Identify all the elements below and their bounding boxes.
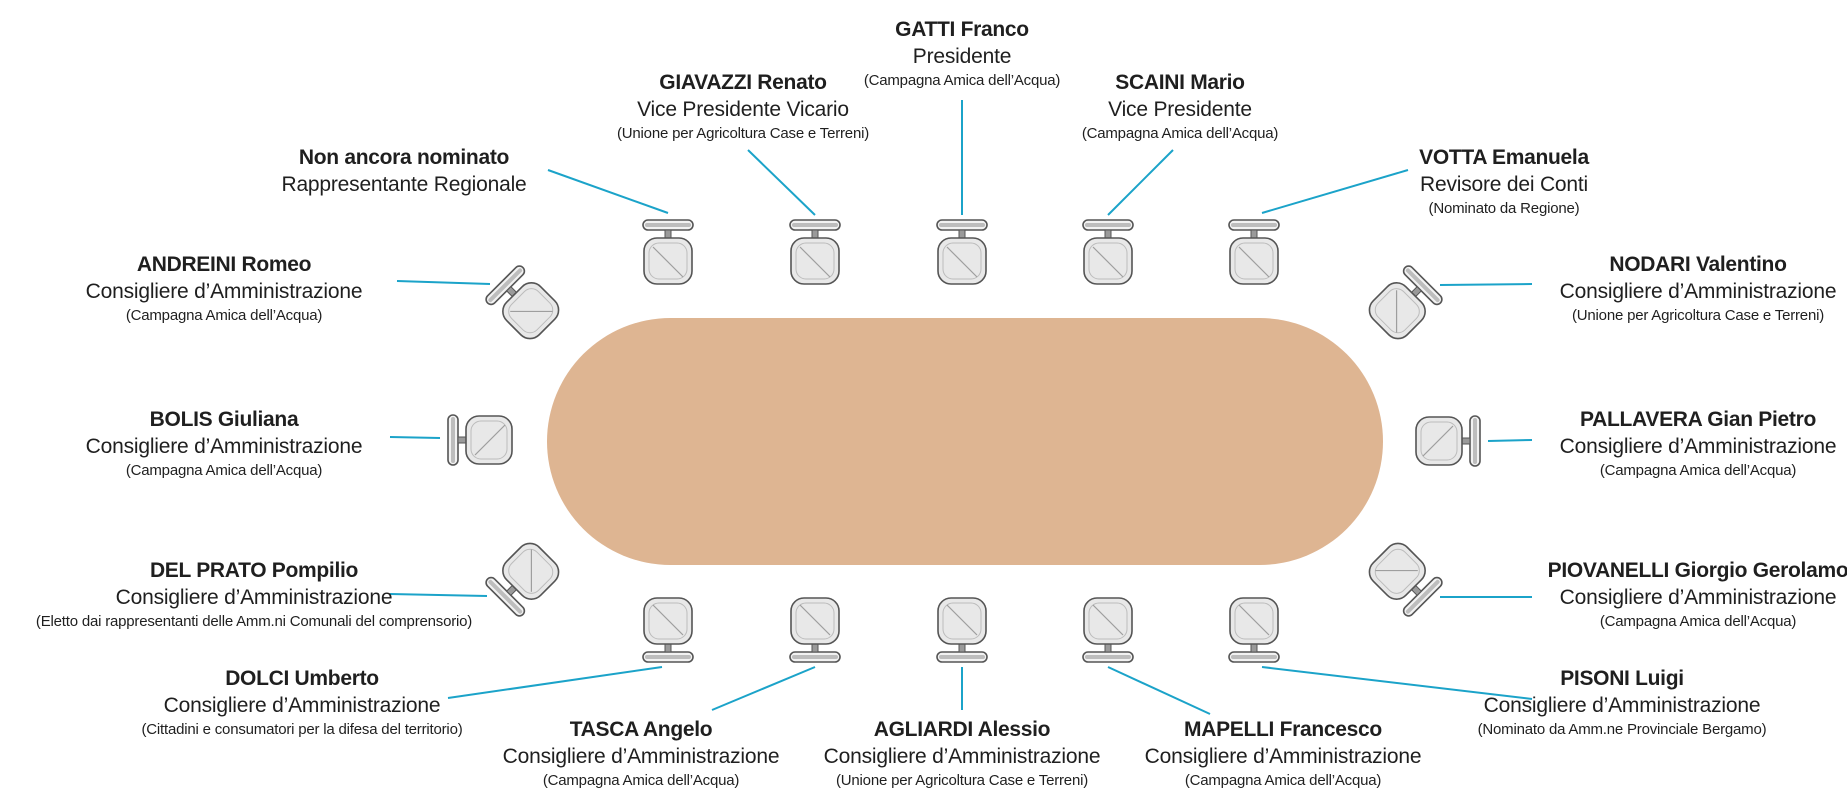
member-role: Consigliere d’Amministrazione: [823, 745, 1101, 768]
conference-table: [547, 318, 1383, 565]
connector-line: [1261, 666, 1533, 700]
member-org: (Nominato da Regione): [1428, 200, 1580, 217]
member-org: (Eletto dai rappresentanti delle Amm.ni …: [35, 613, 473, 630]
member-label-del-prato: DEL PRATO Pompilio Consigliere d’Amminis…: [36, 558, 472, 632]
member-org: (Campagna Amica dell’Acqua): [863, 72, 1061, 89]
member-label-piovanelli: PIOVANELLI Giorgio Gerolamo Consigliere …: [1548, 558, 1847, 632]
member-org: (Campagna Amica dell’Acqua): [125, 462, 323, 479]
member-role: Rappresentante Regionale: [281, 173, 527, 196]
member-name: GIAVAZZI Renato: [659, 71, 827, 94]
member-name: GATTI Franco: [895, 18, 1029, 41]
member-label-nodari: NODARI Valentino Consigliere d’Amministr…: [1560, 252, 1837, 326]
member-role: Vice Presidente Vicario: [637, 98, 849, 121]
member-label-agliardi: AGLIARDI Alessio Consigliere d’Amministr…: [824, 717, 1101, 791]
member-role: Consigliere d’Amministrazione: [163, 694, 441, 717]
connector-line: [1107, 666, 1211, 715]
member-org: (Nominato da Amm.ne Provinciale Bergamo): [1477, 721, 1767, 738]
connector-line: [1439, 283, 1533, 286]
chair: [789, 219, 841, 285]
member-name: BOLIS Giuliana: [149, 408, 299, 431]
member-name: AGLIARDI Alessio: [873, 718, 1051, 741]
chair: [789, 597, 841, 663]
connector-line: [396, 280, 491, 285]
chair: [483, 536, 566, 619]
member-label-votta: VOTTA Emanuela Revisore dei Conti (Nomin…: [1419, 145, 1589, 219]
member-role: Consigliere d’Amministrazione: [85, 280, 363, 303]
member-name: DEL PRATO Pompilio: [149, 559, 359, 582]
member-org: (Campagna Amica dell’Acqua): [1184, 772, 1382, 789]
member-label-pisoni: PISONI Luigi Consigliere d’Amministrazio…: [1478, 666, 1767, 740]
connector-line: [447, 666, 663, 699]
connector-line: [1107, 149, 1174, 216]
member-label-mapelli: MAPELLI Francesco Consigliere d’Amminist…: [1145, 717, 1422, 791]
member-role: Consigliere d’Amministrazione: [1559, 586, 1837, 609]
connector-line: [747, 149, 816, 216]
chair: [936, 597, 988, 663]
chair: [1228, 219, 1280, 285]
member-org: (Campagna Amica dell’Acqua): [125, 307, 323, 324]
chair: [642, 219, 694, 285]
member-role: Presidente: [912, 45, 1012, 68]
member-role: Revisore dei Conti: [1420, 173, 1588, 196]
connector-line: [1487, 439, 1533, 442]
chair: [1362, 536, 1445, 619]
member-name: PISONI Luigi: [1560, 667, 1684, 690]
member-name: MAPELLI Francesco: [1184, 718, 1382, 741]
member-role: Consigliere d’Amministrazione: [85, 435, 363, 458]
member-label-pallavera: PALLAVERA Gian Pietro Consigliere d’Ammi…: [1560, 407, 1837, 481]
member-org: (Campagna Amica dell’Acqua): [1599, 462, 1797, 479]
member-name: TASCA Angelo: [569, 718, 713, 741]
member-name: SCAINI Mario: [1115, 71, 1245, 94]
member-role: Consigliere d’Amministrazione: [1144, 745, 1422, 768]
member-org: (Unione per Agricoltura Case e Terreni): [616, 125, 870, 142]
connector-line: [1261, 169, 1409, 214]
chair: [1228, 597, 1280, 663]
member-org: (Unione per Agricoltura Case e Terreni): [835, 772, 1089, 789]
member-org: (Campagna Amica dell’Acqua): [1081, 125, 1279, 142]
member-label-scaini: SCAINI Mario Vice Presidente (Campagna A…: [1081, 70, 1279, 144]
member-label-non-ancora-nominato: Non ancora nominato Rappresentante Regio…: [281, 145, 526, 199]
member-role: Consigliere d’Amministrazione: [1483, 694, 1761, 717]
member-name: ANDREINI Romeo: [136, 253, 312, 276]
member-label-dolci: DOLCI Umberto Consigliere d’Amministrazi…: [141, 666, 462, 740]
member-name: Non ancora nominato: [298, 146, 510, 169]
chair: [642, 597, 694, 663]
member-role: Consigliere d’Amministrazione: [1559, 435, 1837, 458]
member-label-gatti: GATTI Franco Presidente (Campagna Amica …: [863, 17, 1061, 91]
chair: [1362, 263, 1445, 346]
connector-line: [389, 436, 441, 439]
member-label-giavazzi: GIAVAZZI Renato Vice Presidente Vicario …: [617, 70, 869, 144]
member-label-bolis: BOLIS Giuliana Consigliere d’Amministraz…: [86, 407, 363, 481]
member-name: PIOVANELLI Giorgio Gerolamo: [1547, 559, 1847, 582]
chair: [1082, 597, 1134, 663]
connector-line: [389, 593, 488, 597]
chair: [483, 263, 566, 346]
chair: [1082, 219, 1134, 285]
connector-line: [711, 666, 816, 711]
chair: [447, 414, 513, 466]
member-label-tasca: TASCA Angelo Consigliere d’Amministrazio…: [503, 717, 780, 791]
member-role: Consigliere d’Amministrazione: [115, 586, 393, 609]
member-org: (Cittadini e consumatori per la difesa d…: [141, 721, 463, 738]
member-name: PALLAVERA Gian Pietro: [1579, 408, 1816, 431]
member-label-andreini: ANDREINI Romeo Consigliere d’Amministraz…: [86, 252, 363, 326]
member-name: DOLCI Umberto: [225, 667, 379, 690]
member-org: (Campagna Amica dell’Acqua): [542, 772, 740, 789]
chair: [936, 219, 988, 285]
member-role: Consigliere d’Amministrazione: [502, 745, 780, 768]
member-role: Vice Presidente: [1108, 98, 1252, 121]
member-name: NODARI Valentino: [1609, 253, 1787, 276]
member-org: (Campagna Amica dell’Acqua): [1599, 613, 1797, 630]
connector-line: [547, 169, 669, 214]
chair: [1415, 415, 1481, 467]
member-role: Consigliere d’Amministrazione: [1559, 280, 1837, 303]
member-name: VOTTA Emanuela: [1419, 146, 1589, 169]
member-org: (Unione per Agricoltura Case e Terreni): [1571, 307, 1825, 324]
